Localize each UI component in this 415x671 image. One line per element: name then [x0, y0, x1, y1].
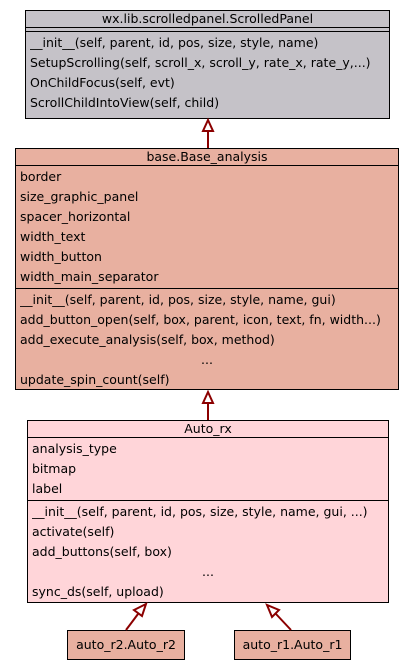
class-base-analysis-title: base.Base_analysis [16, 149, 398, 166]
class-scrolled-panel-empty-attributes [26, 28, 389, 32]
class-scrolled-panel-title: wx.lib.scrolledpanel.ScrolledPanel [26, 11, 389, 28]
method-item: ScrollChildIntoView(self, child) [30, 95, 220, 110]
attribute-item: size_graphic_panel [20, 189, 139, 204]
attribute-item: width_button [20, 249, 102, 264]
method-item: add_button_open(self, box, parent, icon,… [20, 312, 381, 327]
method-item: __init__(self, parent, id, pos, size, st… [20, 292, 336, 307]
method-item: OnChildFocus(self, evt) [30, 75, 175, 90]
method-item: add_buttons(self, box) [32, 544, 172, 559]
method-item: SetupScrolling(self, scroll_x, scroll_y,… [30, 55, 371, 70]
attribute-item: bitmap [32, 461, 77, 476]
attribute-item: width_main_separator [20, 269, 159, 284]
attribute-item: label [32, 481, 63, 496]
class-base-analysis-methods: __init__(self, parent, id, pos, size, st… [16, 289, 398, 391]
method-item: __init__(self, parent, id, pos, size, st… [30, 35, 319, 50]
class-scrolled-panel: wx.lib.scrolledpanel.ScrolledPanel __ini… [25, 10, 390, 119]
method-item: __init__(self, parent, id, pos, size, st… [32, 504, 368, 519]
method-item: activate(self) [32, 524, 115, 539]
method-item: update_spin_count(self) [20, 372, 170, 387]
class-auto-rx-attributes: analysis_type bitmap label [28, 438, 388, 501]
inherit-arrow-base-to-scrolled-panel [201, 117, 215, 148]
attribute-item: spacer_horizontal [20, 209, 131, 224]
class-scrolled-panel-methods: __init__(self, parent, id, pos, size, st… [26, 32, 389, 114]
method-ellipsis: ... [201, 352, 213, 367]
class-auto-r2: auto_r2.Auto_r2 [67, 630, 185, 660]
class-base-analysis: base.Base_analysis border size_graphic_p… [15, 148, 399, 390]
method-item: add_execute_analysis(self, box, method) [20, 332, 275, 347]
class-auto-r1: auto_r1.Auto_r1 [234, 630, 351, 660]
class-auto-rx: Auto_rx analysis_type bitmap label __ini… [27, 420, 389, 603]
method-ellipsis: ... [202, 564, 214, 579]
method-item: sync_ds(self, upload) [32, 584, 164, 599]
inherit-arrow-auto-rx-to-base [201, 389, 215, 420]
class-auto-rx-methods: __init__(self, parent, id, pos, size, st… [28, 501, 388, 603]
class-auto-rx-title: Auto_rx [28, 421, 388, 438]
attribute-item: analysis_type [32, 441, 117, 456]
inherit-arrow-auto-r1-to-auto-rx [265, 603, 292, 631]
inherit-arrow-auto-r2-to-auto-rx [125, 602, 148, 631]
attribute-item: border [20, 169, 62, 184]
class-base-analysis-attributes: border size_graphic_panel spacer_horizon… [16, 166, 398, 289]
attribute-item: width_text [20, 229, 86, 244]
